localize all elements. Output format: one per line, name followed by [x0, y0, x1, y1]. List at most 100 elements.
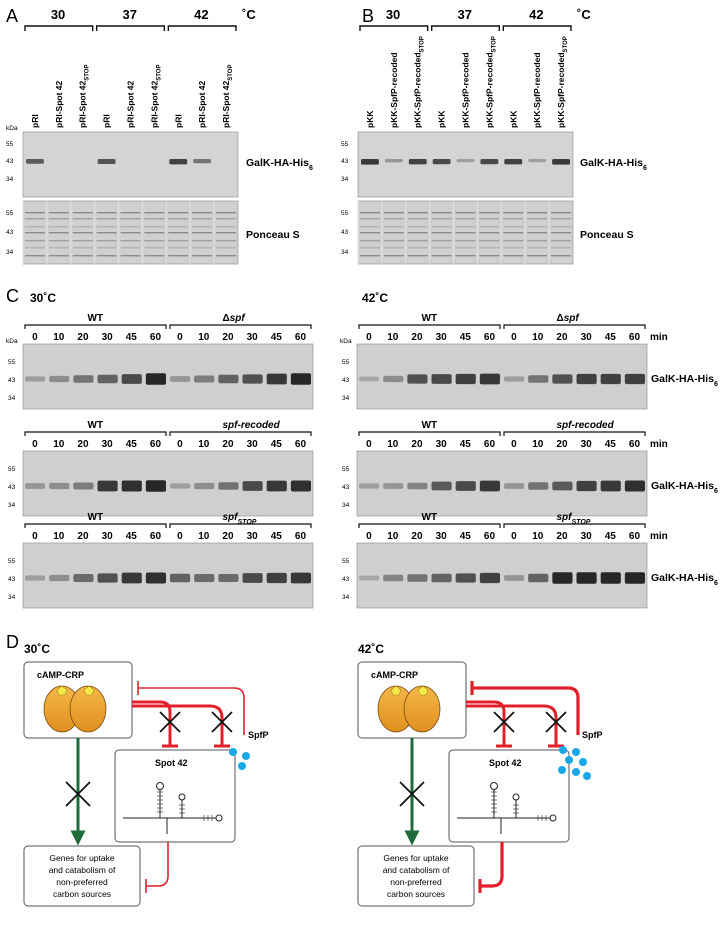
- ponceau-band: [72, 218, 93, 220]
- kda-marker: 34: [341, 176, 349, 183]
- spfp-molecule: [242, 752, 250, 760]
- strain-bracket: [169, 431, 312, 436]
- timepoint-label: 10: [198, 531, 210, 542]
- timepoint-label: 0: [511, 332, 517, 343]
- protein-band: [145, 373, 166, 385]
- ponceau-band: [383, 212, 404, 214]
- protein-band: [194, 375, 215, 383]
- timepoint-label: 60: [484, 332, 496, 343]
- blot-label-galk-b: GalK-HA-His6: [580, 157, 647, 172]
- time-course-blot: [356, 343, 648, 410]
- strain-label-wt: WT: [88, 420, 104, 431]
- ponceau-band: [503, 218, 524, 220]
- repression-spfp-crp: [472, 686, 580, 735]
- western-blot-a1: [22, 131, 239, 198]
- strain-label: spfSTOP: [557, 512, 591, 526]
- ponceau-bands-b: [357, 201, 571, 264]
- block-mark: [493, 711, 515, 733]
- ponceau-band: [455, 247, 476, 249]
- ponceau-band: [479, 255, 500, 257]
- ponceau-band: [120, 226, 141, 228]
- ponceau-band: [383, 247, 404, 249]
- ponceau-band: [407, 247, 428, 249]
- protein-band: [97, 159, 116, 164]
- timepoint-label: 10: [53, 332, 65, 343]
- rna-loop: [512, 793, 520, 801]
- time-course-blot: [22, 542, 314, 609]
- lane-label: pKK-SpfP-recodedSTOP: [484, 36, 497, 128]
- min-label: min: [650, 332, 668, 343]
- camp-molecule: [83, 685, 95, 696]
- protein-band: [25, 376, 46, 382]
- temp-bracket: [95, 25, 166, 31]
- ponceau-band: [168, 218, 189, 220]
- panel-letter-c: C: [6, 286, 19, 306]
- timepoint-label: 20: [77, 332, 89, 343]
- protein-band: [73, 375, 94, 383]
- timepoint-label: 20: [222, 332, 234, 343]
- kda-marker: 43: [342, 576, 350, 583]
- protein-band: [528, 573, 549, 583]
- kda-marker: 55: [8, 359, 16, 366]
- protein-band: [407, 482, 428, 490]
- timepoint-label: 30: [102, 332, 114, 343]
- timepoint-label: 0: [366, 439, 372, 450]
- ponceau-band: [527, 247, 548, 249]
- ponceau-band: [192, 232, 213, 234]
- kda-label-a: kDa: [6, 125, 18, 132]
- protein-band: [121, 572, 142, 584]
- block-mark: [159, 711, 181, 733]
- spfp-molecule: [238, 762, 246, 770]
- strain-label: spf-recoded: [557, 420, 615, 431]
- timepoint-label: 45: [460, 332, 472, 343]
- protein-band: [455, 573, 476, 583]
- lane-label: pRI-Spot 42: [54, 81, 64, 128]
- ponceau-band: [503, 212, 524, 214]
- ponceau-band: [383, 240, 404, 242]
- ponceau-band: [383, 218, 404, 220]
- timepoint-label: 30: [247, 332, 259, 343]
- timepoint-label: 60: [629, 439, 641, 450]
- timepoint-label: 10: [53, 531, 65, 542]
- protein-band: [431, 573, 452, 583]
- ponceau-band: [431, 255, 452, 257]
- kda-marker: 43: [342, 484, 350, 491]
- ponceau-band: [144, 232, 165, 234]
- protein-band: [384, 159, 403, 163]
- kda-marker: 43: [6, 229, 14, 236]
- camp-molecule: [390, 685, 402, 696]
- ponceau-band: [455, 212, 476, 214]
- lane-label: pKK: [437, 110, 447, 128]
- protein-band: [552, 572, 573, 584]
- timepoint-label: 10: [53, 439, 65, 450]
- lane-label: pRI-Spot 42: [126, 81, 136, 128]
- kda-marker: 55: [8, 558, 16, 565]
- timepoint-label: 0: [32, 439, 38, 450]
- ponceau-band: [216, 240, 236, 242]
- genes-text: non-preferred: [390, 877, 442, 887]
- protein-band: [552, 481, 573, 491]
- protein-band: [49, 375, 70, 383]
- ponceau-band: [216, 226, 236, 228]
- ponceau-band: [168, 226, 189, 228]
- ponceau-band: [527, 240, 548, 242]
- blot-label-galk: GalK-HA-His6: [651, 572, 718, 587]
- timepoint-label: 60: [150, 332, 162, 343]
- ponceau-band: [527, 218, 548, 220]
- ponceau-band: [360, 247, 380, 249]
- protein-band: [600, 572, 621, 584]
- kda-marker: 55: [8, 466, 16, 473]
- timepoint-label: 30: [102, 531, 114, 542]
- repression-spot42-genes: [480, 842, 504, 888]
- timepoint-label: 30: [436, 332, 448, 343]
- temp-unit: ˚C: [577, 7, 591, 22]
- ponceau-band: [360, 218, 380, 220]
- kda-label: kDa: [6, 338, 18, 345]
- ponceau-band: [25, 255, 45, 257]
- protein-band: [624, 572, 645, 584]
- genes-text: and catabolism of: [383, 865, 450, 875]
- protein-band: [361, 159, 379, 165]
